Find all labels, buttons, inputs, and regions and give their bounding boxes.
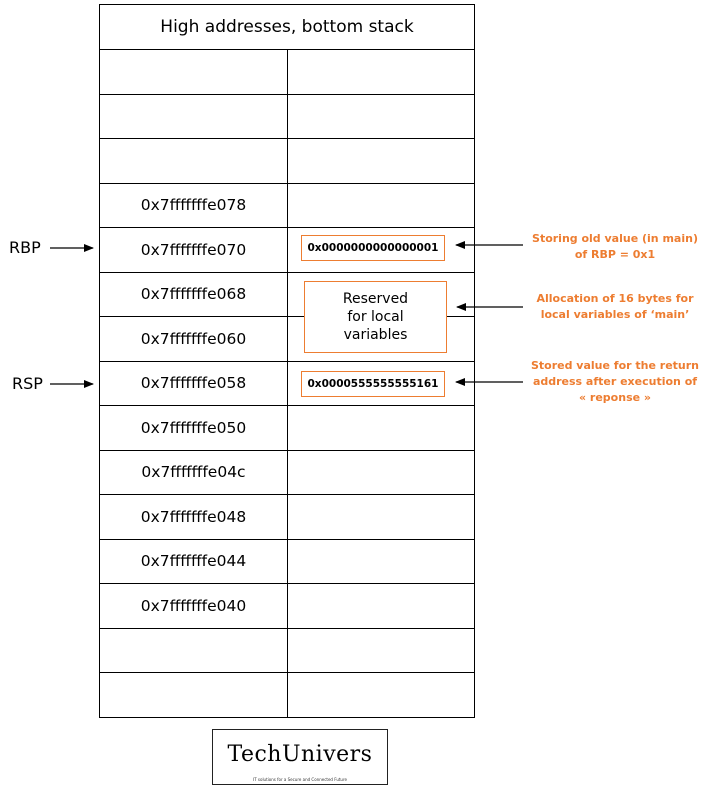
stack-address: 0x7fffffffe068 (100, 272, 288, 316)
stack-address (100, 673, 288, 717)
stack-address: 0x7fffffffe078 (100, 183, 288, 227)
stack-address: 0x7fffffffe04c (100, 450, 288, 494)
stack-row (100, 94, 474, 139)
stack-row: 0x7fffffffe058 (100, 361, 474, 406)
stack-row: 0x7fffffffe050 (100, 406, 474, 451)
rbp-value-box: 0x0000000000000001 (301, 235, 445, 261)
stack-row: 0x7fffffffe04c (100, 450, 474, 495)
stack-diagram: High addresses, bottom stack 0x7fffffffe… (99, 4, 475, 718)
return-address-note: Stored value for the return address afte… (530, 359, 700, 404)
stack-address: 0x7fffffffe058 (100, 361, 288, 405)
stack-row: 0x7fffffffe044 (100, 539, 474, 584)
stack-address: 0x7fffffffe048 (100, 495, 288, 539)
stack-row: 0x7fffffffe040 (100, 584, 474, 629)
stack-row: 0x7fffffffe060 (100, 317, 474, 362)
stack-row (100, 50, 474, 95)
stack-row (100, 673, 474, 718)
stack-address: 0x7fffffffe070 (100, 228, 288, 272)
stack-address (100, 628, 288, 672)
stack-row: 0x7fffffffe070 (100, 228, 474, 273)
techunivers-logo: TechUnivers IT solutions for a Secure an… (212, 729, 388, 785)
rbp-label: RBP (9, 238, 41, 257)
rsp-label: RSP (12, 374, 43, 393)
local-alloc-note: Allocation of 16 bytes for local variabl… (536, 292, 694, 321)
stack-row (100, 628, 474, 673)
stack-address (100, 50, 288, 94)
stack-address: 0x7fffffffe050 (100, 406, 288, 450)
stack-address (100, 94, 288, 138)
stack-address: 0x7fffffffe040 (100, 584, 288, 628)
stack-header: High addresses, bottom stack (100, 5, 474, 50)
stack-row (100, 139, 474, 184)
stack-row: 0x7fffffffe078 (100, 183, 474, 228)
stack-address: 0x7fffffffe060 (100, 317, 288, 361)
rbp-note: Storing old value (in main) of RBP = 0x1 (532, 232, 698, 261)
return-address-value-box: 0x0000555555555161 (301, 371, 445, 397)
logo-tagline: IT solutions for a Secure and Connected … (253, 777, 347, 782)
reserved-locals-box: Reserved for local variables (304, 281, 447, 353)
stack-address (100, 139, 288, 183)
stack-row: 0x7fffffffe068 (100, 272, 474, 317)
stack-address: 0x7fffffffe044 (100, 539, 288, 583)
logo-name: TechUnivers (227, 742, 373, 767)
stack-row: 0x7fffffffe048 (100, 495, 474, 540)
